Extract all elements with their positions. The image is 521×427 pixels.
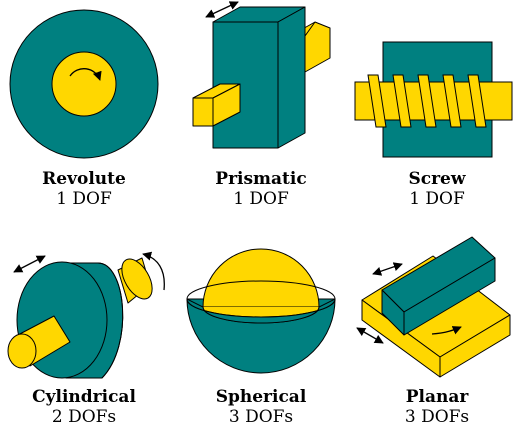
prismatic-joint-figure [192, 1, 331, 149]
rotation-arrow [142, 251, 165, 291]
spherical-label: Spherical 3 DOFs [181, 387, 341, 427]
translation-arrow [205, 1, 239, 18]
joint-dof: 1 DOF [409, 189, 465, 209]
joint-dof: 2 DOFs [51, 407, 117, 427]
screw-joint-figure [354, 41, 513, 158]
spherical-joint-figure [186, 248, 336, 374]
rotation-arrow [69, 68, 102, 81]
screw-label: Screw 1 DOF [357, 169, 517, 209]
planar-joint-figure [356, 236, 511, 378]
joint-dof: 3 DOFs [228, 407, 294, 427]
joint-dof: 1 DOF [56, 189, 112, 209]
joint-name: Screw [408, 169, 466, 189]
joint-name: Cylindrical [32, 387, 136, 407]
joint-dof: 3 DOFs [404, 407, 470, 427]
rotation-arrow [431, 326, 462, 335]
joint-name: Prismatic [215, 169, 307, 189]
revolute-joint-figure [9, 9, 159, 159]
cylindrical-label: Cylindrical 2 DOFs [4, 387, 164, 427]
cylindrical-joint-figure [7, 251, 165, 379]
joint-dof: 1 DOF [233, 189, 289, 209]
joint-name: Spherical [215, 387, 307, 407]
joint-name: Planar [405, 387, 469, 407]
translation-arrow-lower [356, 327, 384, 344]
joint-name: Revolute [42, 169, 126, 189]
translation-arrow-upper [372, 262, 403, 276]
planar-label: Planar 3 DOFs [357, 387, 517, 427]
translation-arrow [13, 255, 46, 273]
revolute-label: Revolute 1 DOF [4, 169, 164, 209]
prismatic-label: Prismatic 1 DOF [181, 169, 341, 209]
